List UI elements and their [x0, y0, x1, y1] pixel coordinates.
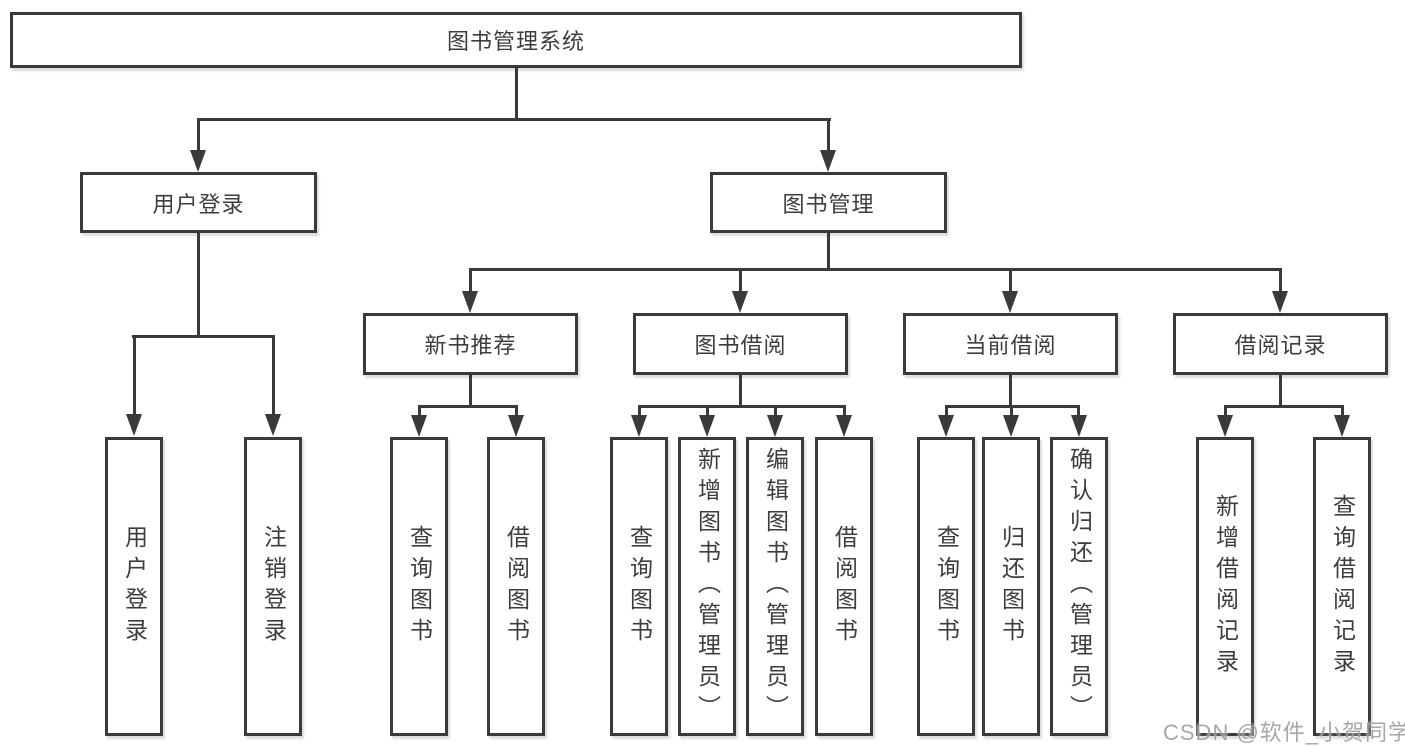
leaf-return-books: 归还图书 [982, 437, 1040, 736]
connector-line [1341, 405, 1344, 417]
leaf-query-books: 查询图书 [917, 437, 975, 736]
node-label: 用户登录 [152, 191, 245, 217]
connector-line [1224, 405, 1343, 408]
arrow-down-icon [699, 415, 715, 437]
leaf-query-books: 查询图书 [610, 437, 668, 736]
connector-line [774, 405, 777, 417]
connector-line [197, 233, 200, 337]
node-label: 查询图书 [933, 524, 960, 649]
connector-line [706, 405, 709, 417]
connector-line [469, 268, 472, 293]
node-label: 用户登录 [121, 524, 148, 649]
connector-line [1009, 268, 1012, 293]
node-label: 编辑图书（管理员） [762, 447, 789, 726]
arrow-down-icon [508, 415, 524, 437]
node-label: 查询图书 [626, 524, 653, 649]
connector-line [515, 68, 518, 121]
arrow-down-icon [631, 415, 647, 437]
arrow-down-icon [1217, 415, 1233, 437]
node-label: 借阅记录 [1234, 333, 1327, 358]
connector-line [1279, 268, 1282, 293]
node-label: 注销登录 [260, 524, 287, 649]
connector-line [197, 118, 831, 121]
connector-line [843, 405, 846, 417]
connector-line [469, 375, 472, 407]
arrow-down-icon [938, 415, 954, 437]
connector-line [1077, 405, 1080, 417]
leaf-add-borrow-record: 新增借阅记录 [1196, 437, 1254, 736]
node-new-book-recommend: 新书推荐 [363, 313, 578, 375]
leaf-edit-books-admin: 编辑图书（管理员） [746, 437, 804, 736]
arrow-down-icon [732, 291, 748, 313]
node-library-management-system: 图书管理系统 [10, 12, 1022, 68]
connector-line [515, 405, 518, 417]
arrow-down-icon [126, 414, 142, 436]
node-label: 确认归还（管理员） [1066, 447, 1093, 726]
leaf-confirm-return-admin: 确认归还（管理员） [1050, 437, 1108, 736]
node-label: 图书借阅 [694, 333, 787, 358]
arrow-down-icon [190, 150, 206, 172]
node-label: 借阅图书 [831, 524, 858, 649]
arrow-down-icon [1071, 415, 1087, 437]
node-label: 归还图书 [998, 524, 1025, 649]
connector-line [1010, 405, 1013, 417]
connector-line [1224, 405, 1227, 417]
node-label: 查询借阅记录 [1329, 493, 1356, 680]
node-book-borrowing: 图书借阅 [633, 313, 848, 375]
connector-line [469, 268, 1282, 271]
connector-line [945, 405, 948, 417]
leaf-user-login: 用户登录 [105, 437, 163, 736]
connector-line [197, 118, 200, 152]
leaf-query-books: 查询图书 [390, 437, 448, 736]
node-label: 查询图书 [406, 524, 433, 649]
leaf-add-books-admin: 新增图书（管理员） [678, 437, 736, 736]
node-label: 当前借阅 [964, 333, 1057, 358]
arrow-down-icon [462, 291, 478, 313]
node-user-login: 用户登录 [80, 172, 317, 233]
arrow-down-icon [836, 415, 852, 437]
connector-line [739, 375, 742, 407]
connector-line [418, 405, 518, 408]
arrow-down-icon [1002, 291, 1018, 313]
leaf-borrow-books: 借阅图书 [815, 437, 873, 736]
connector-line [133, 335, 136, 415]
connector-line [1009, 375, 1012, 407]
connector-line [272, 335, 275, 415]
node-label: 新增图书（管理员） [694, 447, 721, 726]
arrow-down-icon [767, 415, 783, 437]
connector-line [418, 405, 421, 417]
csdn-watermark: CSDN @软件_小贺同学 [1163, 720, 1405, 745]
node-current-borrowing: 当前借阅 [903, 313, 1118, 375]
arrow-down-icon [1272, 291, 1288, 313]
node-book-management: 图书管理 [710, 172, 947, 233]
node-label: 图书管理 [782, 191, 875, 217]
leaf-query-borrow-record: 查询借阅记录 [1313, 437, 1371, 736]
connector-line [739, 268, 742, 293]
node-label: 借阅图书 [503, 524, 530, 649]
connector-line [827, 233, 830, 271]
arrow-down-icon [1003, 415, 1019, 437]
leaf-borrow-books: 借阅图书 [487, 437, 545, 736]
leaf-logout: 注销登录 [244, 437, 302, 736]
connector-line [132, 335, 275, 338]
connector-line [827, 118, 830, 152]
arrow-down-icon [265, 414, 281, 436]
node-label: 新书推荐 [424, 333, 517, 358]
arrow-down-icon [1334, 415, 1350, 437]
node-label: 图书管理系统 [446, 29, 585, 54]
connector-line [1279, 375, 1282, 407]
arrow-down-icon [820, 150, 836, 172]
arrow-down-icon [411, 415, 427, 437]
connector-line [638, 405, 641, 417]
node-label: 新增借阅记录 [1212, 493, 1239, 680]
connector-line [638, 405, 845, 408]
node-borrowing-records: 借阅记录 [1173, 313, 1388, 375]
